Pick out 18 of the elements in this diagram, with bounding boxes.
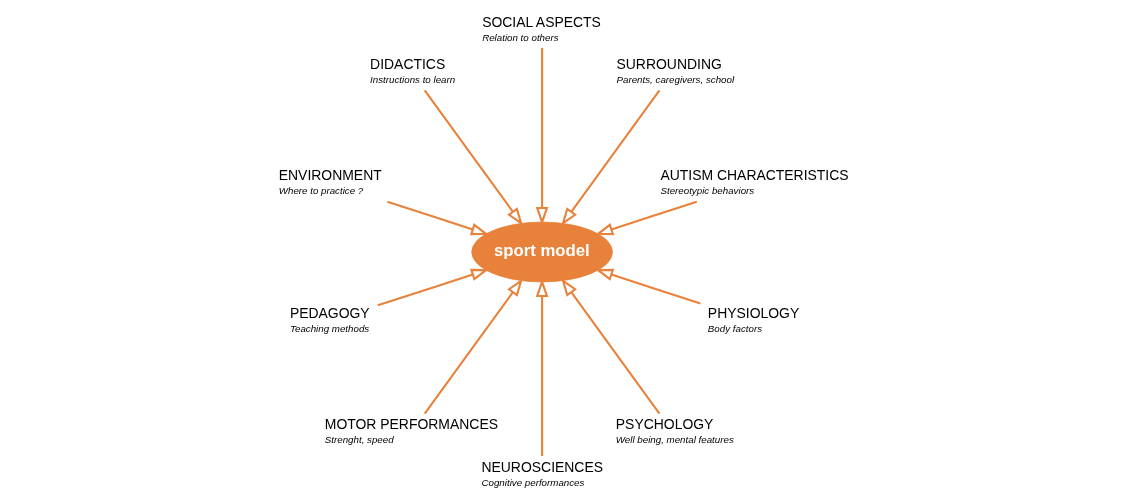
node-text: PSYCHOLOGY Well being, mental features <box>615 416 734 446</box>
node-text: PHYSIOLOGY Body factors <box>707 305 799 335</box>
node-text: PEDAGOGY Teaching methods <box>289 305 370 335</box>
arrow <box>377 268 489 307</box>
node-text: ENVIRONMENT Where to practice ? <box>278 167 382 197</box>
node-text: AUTISM CHARACTERISTICS Stereotypic behaviors <box>659 167 849 197</box>
arrow <box>594 268 701 305</box>
node-text: SURROUNDING Parents, caregivers, school <box>616 56 734 86</box>
arrow <box>386 200 489 236</box>
arrow <box>423 89 523 226</box>
node-text: SOCIAL ASPECTS Relation to others <box>481 13 601 43</box>
node-text: DIDACTICS Instructions to learn <box>369 56 455 86</box>
node-text: NEUROSCIENCES Cognitive performances <box>480 458 603 488</box>
arrow <box>594 200 697 236</box>
arrow <box>560 89 660 226</box>
node-text: MOTOR PERFORMANCES Strenght, speed <box>324 416 498 446</box>
arrow <box>423 278 523 415</box>
arrow <box>560 278 660 415</box>
